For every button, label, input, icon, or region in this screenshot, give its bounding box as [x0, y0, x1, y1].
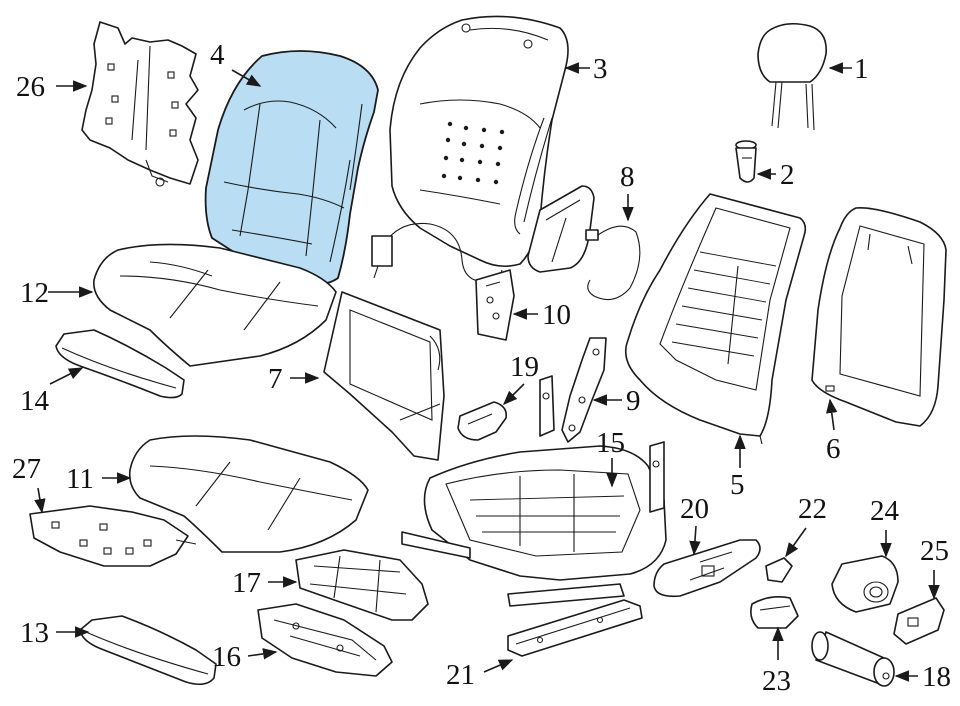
- callout-22: 22: [798, 493, 827, 525]
- callout-14: 14: [20, 385, 50, 417]
- callout-13: 13: [20, 617, 49, 649]
- part-2-headrest-guide: [735, 140, 757, 183]
- part-1-headrest: [757, 22, 827, 131]
- callout-5: 5: [730, 469, 745, 501]
- part-26-back-panel: [81, 21, 199, 187]
- part-12-seat-cushion: [93, 243, 337, 367]
- callout-18: 18: [922, 661, 951, 693]
- callout-17: 17: [232, 567, 261, 599]
- callout-7: 7: [268, 363, 283, 395]
- part-20-switch-cover: [653, 539, 761, 598]
- part-10-bracket: [475, 269, 515, 341]
- callout-8: 8: [620, 161, 635, 193]
- callout-2: 2: [780, 159, 795, 191]
- part-15-seat-frame: [401, 375, 667, 607]
- callout-23: 23: [762, 665, 791, 697]
- part-14-front-insert: [55, 329, 185, 399]
- part-7-side-cover: [323, 291, 445, 461]
- callout-11: 11: [66, 463, 94, 495]
- callout-12: 12: [20, 277, 49, 309]
- part-11-lower-cushion: [128, 435, 369, 553]
- part-16-tray: [257, 603, 393, 677]
- part-23-switch: [750, 596, 799, 629]
- part-6-back-panel-frame: [811, 206, 947, 427]
- callout-21: 21: [446, 659, 475, 691]
- part-13-front-pad: [79, 615, 217, 686]
- part-27-seat-pan: [29, 505, 197, 567]
- callout-20: 20: [680, 493, 709, 525]
- callout-9: 9: [626, 385, 641, 417]
- leader-lines: [34, 62, 940, 682]
- part-4-backrest-cushion: [204, 50, 379, 286]
- part-24-motor: [831, 555, 899, 613]
- callout-labels: 1 2 3 4 5 6 7 8 9 10 11 12 13 14 15 16 1…: [12, 39, 951, 697]
- part-22-knob: [765, 557, 793, 583]
- callout-6: 6: [826, 433, 841, 465]
- part-8-harness: [527, 185, 641, 301]
- callout-25: 25: [920, 535, 949, 567]
- callout-19: 19: [510, 351, 539, 383]
- callout-26: 26: [16, 71, 45, 103]
- callout-4: 4: [210, 39, 225, 71]
- callout-27: 27: [12, 453, 41, 485]
- part-5-backrest-frame: [624, 193, 807, 447]
- part-9-side-trim: [561, 337, 607, 443]
- part-3-backrest-cover: [389, 15, 569, 268]
- callout-3: 3: [593, 53, 608, 85]
- callout-1: 1: [854, 53, 869, 85]
- part-25-module: [893, 597, 945, 645]
- callout-10: 10: [542, 299, 571, 331]
- part-19-clip: [457, 401, 508, 441]
- callout-16: 16: [212, 641, 241, 673]
- callout-15: 15: [596, 427, 625, 459]
- part-21-seat-rail: [507, 599, 643, 657]
- part-17-cushion-frame: [295, 549, 429, 621]
- callout-24: 24: [870, 495, 900, 527]
- part-18-motor-cylinder: [811, 631, 895, 687]
